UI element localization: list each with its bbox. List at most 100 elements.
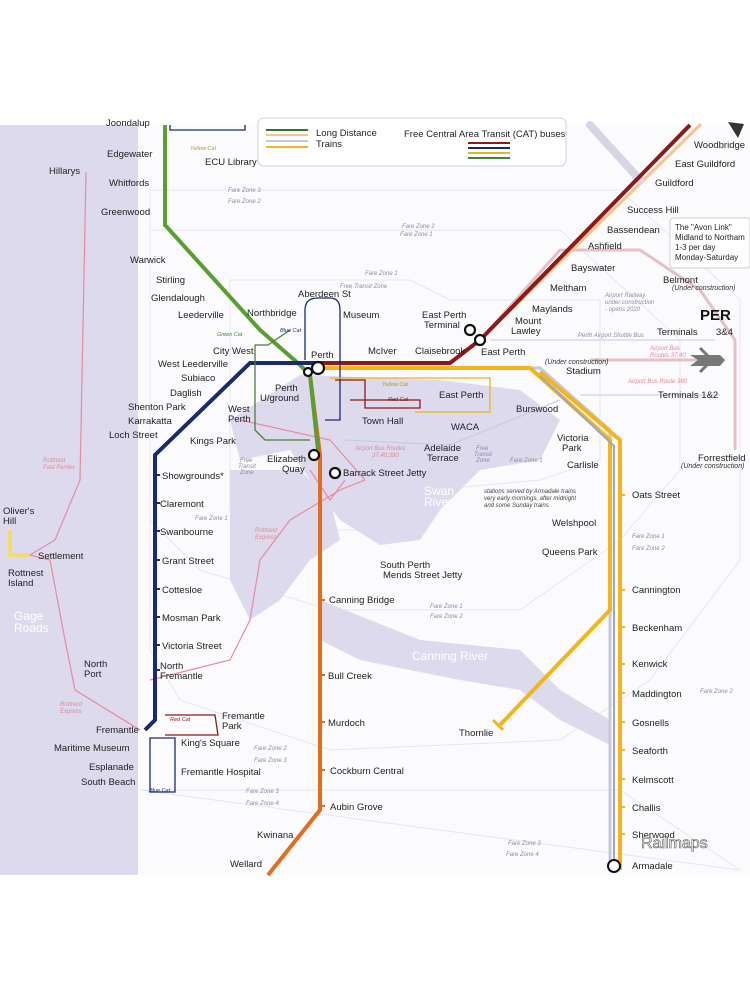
joondalup-line [163,125,320,451]
midland-line [318,123,692,365]
stadium-note: (Under construction) [545,359,608,366]
label-armadale-note: stations served by Armadale trains very … [484,489,578,509]
station-edgewater: Edgewater [107,149,152,160]
fremantle-line-ticks [155,474,160,671]
station-murdoch: Murdoch [328,718,365,729]
station-subiaco: Subiaco [181,373,215,384]
label-fz-1-d: Fare Zone 1 [510,458,543,464]
armadale-line-ticks [620,494,625,835]
label-fz-2-b: Fare Zone 2 [402,224,435,230]
station-ashfield: Ashfield [588,241,622,252]
legend-long-distance-1: Long Distance [316,128,377,139]
station-carlisle: Carlisle [567,460,599,471]
label-fz-3-i: Fare Zone 3 [254,758,287,764]
station-fremantle-hospital: Fremantle Hospital [181,767,261,778]
station-greenwood: Greenwood [101,207,150,218]
label-fz-1-f: Fare Zone 1 [430,604,463,610]
station-museum: Museum [343,310,380,321]
cat-routes [149,125,491,793]
label-fz-4-k: Fare Zone 4 [506,852,539,858]
station-mosman-park: Mosman Park [162,613,221,624]
watermark: Railmaps [641,835,708,852]
station-maddington: Maddington [632,689,682,700]
interchange-markers [302,323,487,480]
label-yellow-cat: Yellow Cat [382,382,408,388]
station-south-beach: South Beach [81,777,135,788]
label-fz-2-f: Fare Zone 2 [430,614,463,620]
station-mciver: McIver [368,346,397,357]
station-canning-bridge: Canning Bridge [329,595,395,606]
label-fz-1-c: Fare Zone 1 [365,271,398,277]
fremantle-line [143,361,320,732]
station-oats-street: Oats Street [632,490,680,501]
label-fz-3-a: Fare Zone 3 [228,188,261,194]
station-loch-street: Loch Street [109,430,158,441]
label-fz-2-h: Fare Zone 2 [700,689,733,695]
station-kenwick: Kenwick [632,659,668,670]
station-perth: Perth [311,350,334,361]
station-welshpool: Welshpool [552,518,596,529]
station-gosnells: Gosnells [632,718,669,729]
station-northbridge: Northbridge [247,308,297,319]
station-joondalup: Joondalup [106,118,150,129]
station-sherwood: Sherwood [632,830,675,841]
station-karrakatta: Karrakatta [128,416,173,427]
station-success-hill: Success Hill [627,205,679,216]
station-labels: Joondalup Edgewater Whitfords Greenwood … [3,118,746,872]
armadale-branch-line [539,375,615,866]
station-terminals-34-num: 3&4 [716,327,733,338]
label-airport-bus-3740: Airport Bus Routes 37,40 [649,346,686,359]
station-meltham: Meltham [550,283,587,294]
label-fz-1-b: Fare Zone 1 [400,232,433,238]
station-settlement: Settlement [38,551,84,562]
label-free-transit-zone-2: Free Transit Zone [238,458,258,476]
station-wellard: Wellard [230,859,262,870]
station-terminals-12: Terminals 1&2 [658,390,718,401]
label-avon-link: The "Avon Link" Midland to Northam 1-3 p… [675,223,747,262]
station-cannington: Cannington [632,585,681,596]
belmont-note: (Under construction) [672,285,735,292]
annotation-labels: Yellow Cat Yellow Cat Red Cat Red Cat Bl… [14,146,750,858]
label-yellow-cat-top: Yellow Cat [190,146,216,152]
armadale-line [320,366,612,727]
station-shenton-park: Shenton Park [128,402,186,413]
label-fz-2-g: Fare Zone 2 [632,546,665,552]
station-east-perth: East Perth [481,347,525,358]
station-town-hall: Town Hall [362,416,403,427]
station-ecu-library: ECU Library [205,157,257,168]
station-hillarys: Hillarys [49,166,80,177]
label-swan-river: Swan River [424,484,457,509]
station-fremantle: Fremantle [96,725,139,736]
station-victoria-street: Victoria Street [162,641,222,652]
station-showgrounds: Showgrounds* [162,471,224,482]
label-red-cat-fremantle: Red Cat [170,717,191,723]
legend-panel: Long Distance Trains Free Central Area T… [257,117,567,167]
station-seaforth: Seaforth [632,746,668,757]
station-guildford: Guildford [655,178,694,189]
label-red-cat: Red Cat [388,397,409,403]
label-fz-2-a: Fare Zone 2 [228,199,261,205]
station-cottesloe: Cottesloe [162,585,202,596]
station-esplanade: Esplanade [89,762,134,773]
label-fz-3-k: Fare Zone 3 [508,841,541,847]
station-bayswater: Bayswater [571,263,615,274]
label-fz-2-i: Fare Zone 2 [254,746,287,752]
station-warwick: Warwick [130,255,166,266]
station-west-leederville: West Leederville [158,359,228,370]
forrestfield-note: (Under construction) [681,463,744,470]
station-east-perth-cat: East Perth [439,390,483,401]
station-maritime-museum: Maritime Museum [54,743,130,754]
armadale-terminus [607,859,621,873]
